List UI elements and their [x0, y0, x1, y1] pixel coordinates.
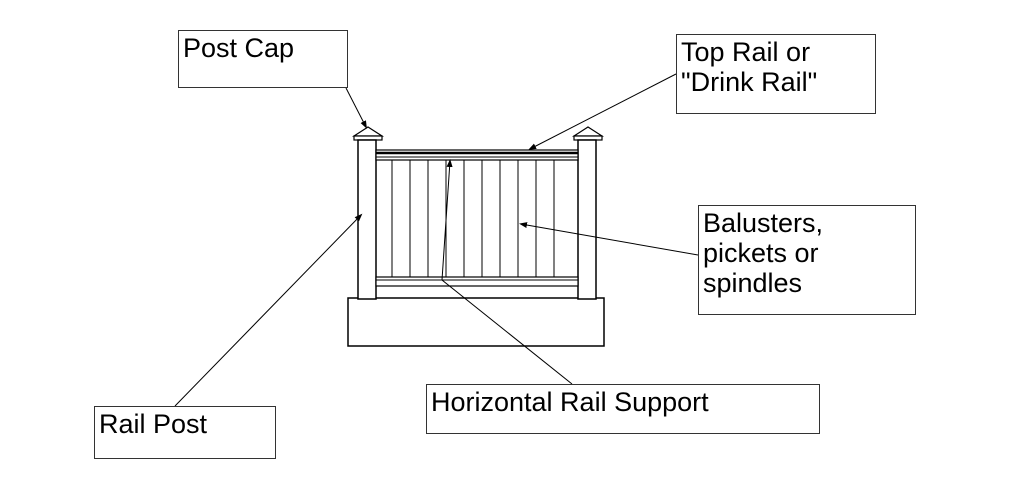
leader-lines [174, 73, 699, 407]
balusters [391, 160, 555, 277]
label-post-cap-text: Post Cap [183, 33, 295, 63]
leader-horizontal-rail-support [441, 159, 573, 385]
label-top-rail-line-1: Top Rail or [681, 37, 811, 67]
label-balusters: Balusters, pickets or spindles [698, 205, 916, 315]
label-post-cap: Post Cap [178, 30, 348, 88]
label-balusters-line-1: Balusters, [703, 208, 824, 238]
leader-post-cap [345, 87, 367, 129]
label-horizontal-rail-support-text: Horizontal Rail Support [431, 387, 709, 417]
leader-top-rail [528, 73, 677, 150]
post-cap-right [571, 126, 605, 141]
rail-post-left [357, 139, 377, 300]
post-cap-left [351, 126, 385, 141]
deck-base [347, 297, 605, 347]
leader-balusters [519, 222, 699, 256]
label-rail-post-text: Rail Post [99, 409, 208, 439]
top-rail [375, 149, 579, 161]
label-horizontal-rail-support: Horizontal Rail Support [426, 384, 820, 434]
label-rail-post: Rail Post [94, 406, 276, 459]
label-balusters-line-2: pickets or [703, 238, 819, 268]
rail-post-right [577, 139, 597, 300]
label-top-rail-line-2: "Drink Rail" [681, 67, 818, 97]
label-balusters-line-3: spindles [703, 268, 803, 298]
label-top-rail: Top Rail or "Drink Rail" [676, 34, 876, 114]
leader-rail-post [174, 213, 363, 407]
horizontal-rail-support [375, 276, 579, 287]
